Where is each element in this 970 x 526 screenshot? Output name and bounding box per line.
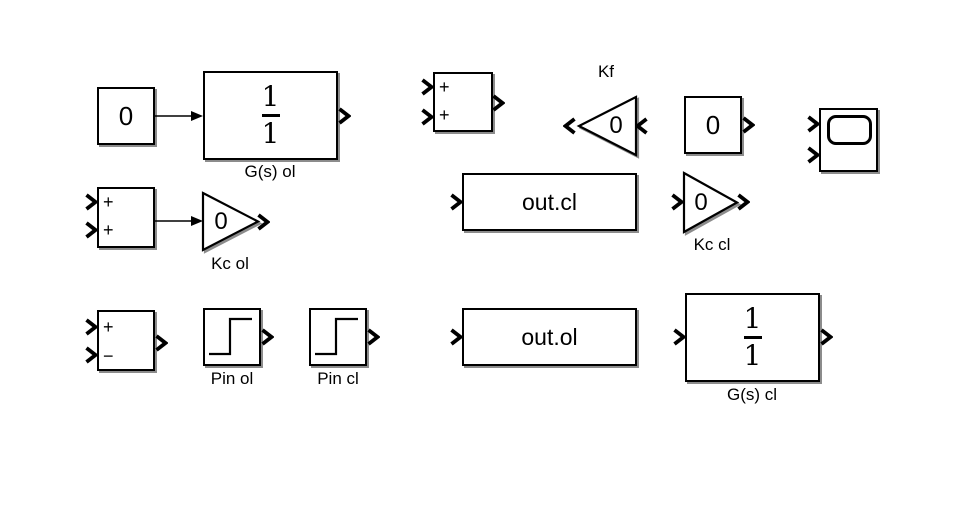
- gain-block-kc-cl[interactable]: [682, 171, 742, 236]
- gain-value: 0: [214, 208, 228, 235]
- output-port-icon[interactable]: [260, 327, 274, 347]
- step-block-pin-cl[interactable]: [309, 308, 367, 366]
- sum-sign-plus: +: [103, 317, 114, 337]
- input-port-icon[interactable]: [84, 192, 98, 212]
- transfer-fcn-block-gs-ol[interactable]: 1 1: [203, 71, 338, 160]
- block-label-kc-cl[interactable]: Kc cl: [693, 235, 731, 254]
- scope-screen-icon: [827, 115, 872, 145]
- output-port-icon[interactable]: [491, 93, 505, 113]
- scope-block[interactable]: [819, 108, 878, 172]
- sum-sign-plus: +: [103, 220, 114, 240]
- output-port-icon[interactable]: [337, 106, 351, 126]
- constant-value: 0: [118, 101, 134, 131]
- step-block-pin-ol[interactable]: [203, 308, 261, 366]
- constant-block-ol[interactable]: 0: [97, 87, 155, 145]
- sum-sign-plus: +: [439, 77, 450, 97]
- denominator: 1: [743, 339, 762, 372]
- output-port-icon[interactable]: [154, 333, 168, 353]
- block-label-pin-ol[interactable]: Pin ol: [210, 369, 254, 388]
- transfer-fcn-fraction: 1 1: [261, 80, 280, 150]
- sum-sign-plus: +: [439, 105, 450, 125]
- fraction-bar: [743, 336, 762, 339]
- input-port-icon[interactable]: [420, 107, 434, 127]
- wire-sum-to-gain-kc-ol[interactable]: [155, 214, 205, 228]
- sum-sign-plus: +: [103, 192, 114, 212]
- constant-block-cl[interactable]: 0: [684, 96, 742, 154]
- block-label-kc-ol[interactable]: Kc ol: [211, 254, 249, 273]
- numerator: 1: [743, 302, 762, 335]
- wire-constant-to-tf-ol[interactable]: [155, 109, 205, 123]
- constant-value: 0: [705, 110, 721, 140]
- step-signal-icon: [315, 317, 358, 356]
- output-port-icon[interactable]: [819, 327, 833, 347]
- output-port-icon[interactable]: [741, 115, 755, 135]
- input-port-icon[interactable]: [672, 327, 686, 347]
- gain-value: 0: [609, 112, 623, 139]
- step-signal-icon: [209, 317, 252, 356]
- input-port-icon[interactable]: [806, 145, 820, 165]
- to-file-name: out.ol: [521, 323, 578, 350]
- to-file-block-out-cl[interactable]: out.cl: [462, 173, 637, 231]
- output-port-icon[interactable]: [366, 327, 380, 347]
- input-port-icon[interactable]: [670, 192, 684, 212]
- input-port-icon[interactable]: [84, 220, 98, 240]
- transfer-fcn-fraction: 1 1: [743, 302, 762, 372]
- sum-sign-minus: −: [103, 346, 114, 366]
- transfer-fcn-block-gs-cl[interactable]: 1 1: [685, 293, 820, 382]
- input-port-icon[interactable]: [84, 345, 98, 365]
- input-port-icon[interactable]: [635, 116, 649, 136]
- block-label-gs-cl[interactable]: G(s) cl: [726, 385, 778, 404]
- denominator: 1: [261, 117, 280, 150]
- to-file-block-out-ol[interactable]: out.ol: [462, 308, 637, 366]
- input-port-icon[interactable]: [84, 317, 98, 337]
- output-port-icon[interactable]: [563, 116, 577, 136]
- gain-block-kc-ol[interactable]: [201, 191, 263, 254]
- input-port-icon[interactable]: [449, 327, 463, 347]
- input-port-icon[interactable]: [449, 192, 463, 212]
- sum-block-error[interactable]: + −: [97, 310, 155, 371]
- sum-block-ol[interactable]: + +: [97, 187, 155, 248]
- sum-block-cl[interactable]: + +: [433, 72, 493, 132]
- block-label-kf[interactable]: Kf: [597, 62, 615, 81]
- input-port-icon[interactable]: [420, 77, 434, 97]
- block-label-gs-ol[interactable]: G(s) ol: [244, 162, 296, 181]
- to-file-name: out.cl: [522, 188, 577, 215]
- output-port-icon[interactable]: [256, 212, 270, 232]
- fraction-bar: [261, 114, 280, 117]
- output-port-icon[interactable]: [736, 192, 750, 212]
- gain-value: 0: [694, 189, 708, 216]
- input-port-icon[interactable]: [806, 114, 820, 134]
- numerator: 1: [261, 80, 280, 113]
- block-label-pin-cl[interactable]: Pin cl: [317, 369, 359, 388]
